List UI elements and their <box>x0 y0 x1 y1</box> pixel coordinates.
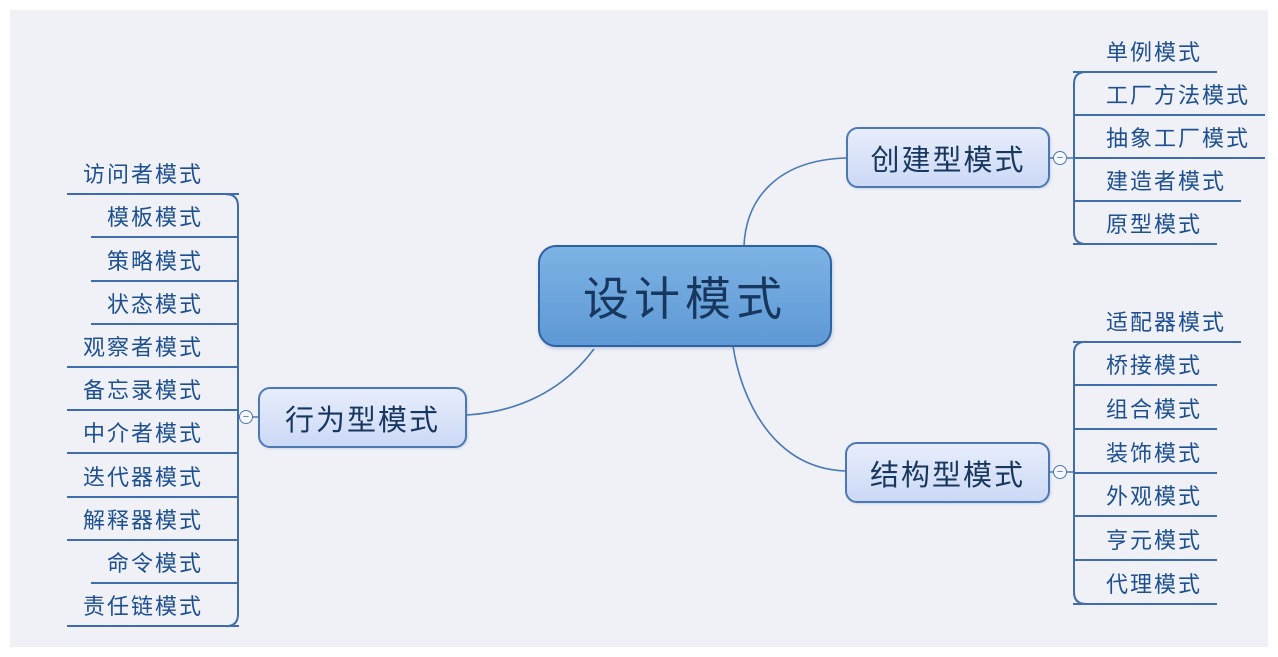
leaf-topic[interactable]: 模板模式 <box>90 195 239 239</box>
branch-creational-patterns[interactable]: 创建型模式 <box>846 127 1050 188</box>
leaf-topic-label: 代理模式 <box>1106 571 1203 597</box>
leaf-topic-label: 建造者模式 <box>1106 169 1227 194</box>
collapse-toggle-creational[interactable]: − <box>1053 151 1067 165</box>
leaf-topic[interactable]: 代理模式 <box>1073 561 1218 605</box>
leaf-topic[interactable]: 观察者模式 <box>66 325 239 368</box>
minus-icon: − <box>242 410 250 423</box>
leaf-topic-label: 观察者模式 <box>82 334 203 360</box>
minus-icon: − <box>1056 465 1064 478</box>
leaf-topic-label: 装饰模式 <box>1106 440 1203 466</box>
leaf-topic-label: 责任链模式 <box>82 594 203 620</box>
leaf-topic-label: 中介者模式 <box>82 421 203 447</box>
leaf-topic-label: 备忘录模式 <box>82 378 203 404</box>
leaf-topic-label: 命令模式 <box>106 550 203 576</box>
leaf-topic-label: 解释器模式 <box>82 507 203 533</box>
leaf-topic-label: 桥接模式 <box>1106 353 1203 379</box>
leaf-topic-label: 抽象工厂模式 <box>1106 126 1251 151</box>
leaf-topic-label: 单例模式 <box>1106 40 1203 65</box>
leaf-topic[interactable]: 迭代器模式 <box>66 454 239 498</box>
leaf-topic-label: 原型模式 <box>1106 212 1203 237</box>
leaf-topic[interactable]: 适配器模式 <box>1073 299 1242 343</box>
leaf-topic-label: 适配器模式 <box>1106 309 1227 335</box>
leaf-topic[interactable]: 抽象工厂模式 <box>1073 116 1266 159</box>
leaf-topic[interactable]: 建造者模式 <box>1073 159 1242 202</box>
leaf-topic[interactable]: 原型模式 <box>1073 202 1218 245</box>
leaf-topic[interactable]: 单例模式 <box>1073 30 1218 73</box>
collapse-toggle-structural[interactable]: − <box>1053 465 1067 479</box>
leaf-topic-label: 访问者模式 <box>82 162 203 188</box>
leaf-topic-label: 亨元模式 <box>1106 528 1203 554</box>
leaf-topic-label: 迭代器模式 <box>82 464 203 490</box>
leaf-topic[interactable]: 访问者模式 <box>66 152 239 196</box>
leaf-topic[interactable]: 备忘录模式 <box>66 368 239 412</box>
leaf-topic[interactable]: 工厂方法模式 <box>1073 73 1266 116</box>
minus-icon: − <box>1056 151 1064 164</box>
leaf-topic-label: 外观模式 <box>1106 484 1203 510</box>
leaf-group-structural: 适配器模式 桥接模式 组合模式 装饰模式 外观模式 亨元模式 代理模式 <box>1073 299 1242 605</box>
leaf-topic[interactable]: 组合模式 <box>1073 386 1218 431</box>
leaf-topic-label: 模板模式 <box>106 205 203 231</box>
central-topic-design-patterns[interactable]: 设计模式 <box>538 245 832 347</box>
leaf-topic[interactable]: 亨元模式 <box>1073 517 1218 562</box>
leaf-topic[interactable]: 命令模式 <box>90 541 239 584</box>
collapse-toggle-behavioral[interactable]: − <box>239 410 253 424</box>
leaf-topic[interactable]: 外观模式 <box>1073 474 1218 518</box>
leaf-topic-label: 策略模式 <box>106 248 203 274</box>
leaf-topic-label: 状态模式 <box>106 291 203 317</box>
leaf-topic[interactable]: 策略模式 <box>90 238 239 282</box>
leaf-topic[interactable]: 中介者模式 <box>66 411 239 455</box>
leaf-group-creational: 单例模式 工厂方法模式 抽象工厂模式 建造者模式 原型模式 <box>1073 30 1266 245</box>
branch-behavioral-patterns[interactable]: 行为型模式 <box>258 387 467 448</box>
leaf-topic[interactable]: 责任链模式 <box>66 584 239 628</box>
leaf-topic-label: 工厂方法模式 <box>1106 83 1251 108</box>
leaf-topic[interactable]: 桥接模式 <box>1073 343 1218 387</box>
leaf-topic-label: 组合模式 <box>1106 397 1203 423</box>
leaf-topic[interactable]: 状态模式 <box>90 282 239 325</box>
leaf-group-behavioral: 访问者模式 模板模式 策略模式 状态模式 观察者模式 备忘录模式 中介者模式 <box>60 152 239 628</box>
leaf-topic[interactable]: 解释器模式 <box>66 498 239 541</box>
leaf-topic[interactable]: 装饰模式 <box>1073 430 1218 474</box>
branch-structural-patterns[interactable]: 结构型模式 <box>845 442 1050 503</box>
